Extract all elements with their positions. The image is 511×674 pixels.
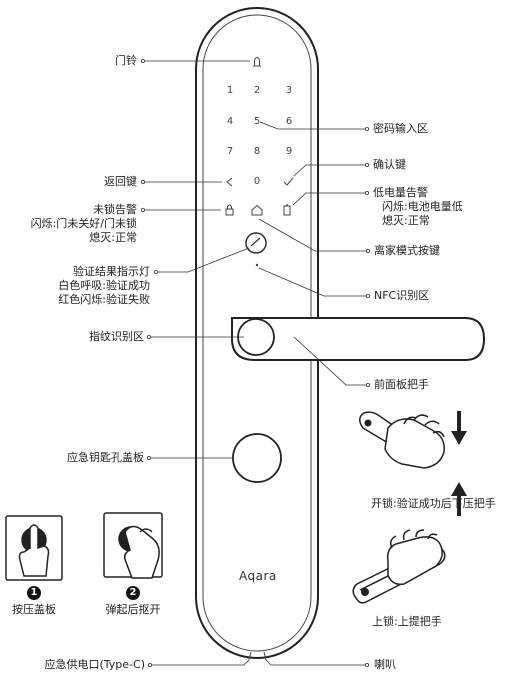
step-2-number: 2	[126, 586, 140, 600]
key-2[interactable]: 2	[253, 85, 261, 96]
key-6[interactable]: 6	[285, 116, 293, 127]
home-icon	[251, 204, 263, 216]
up-arrow-icon	[451, 482, 467, 516]
speaker-label: 喇叭	[374, 658, 396, 671]
lock-hand-illustration	[352, 529, 446, 604]
down-arrow-icon	[451, 411, 467, 445]
low-battery-flash-text: 闪烁:电池电量低	[382, 200, 463, 213]
bell-icon	[253, 57, 261, 67]
key-4[interactable]: 4	[226, 116, 234, 127]
key-cover	[232, 433, 282, 483]
brand-logo: Aqara	[239, 569, 277, 583]
key-5[interactable]: 5	[253, 116, 261, 127]
confirm-key-label: 确认键	[373, 158, 406, 171]
leader-endpoints	[140, 59, 370, 668]
step-1-label: 按压盖板	[12, 603, 56, 616]
key-9[interactable]: 9	[285, 146, 293, 157]
unlock-hand-illustration	[359, 411, 445, 469]
press-cover-illustration	[5, 515, 63, 581]
handle-outline	[231, 317, 486, 361]
port-mark	[248, 651, 252, 661]
pry-cover-illustration	[103, 512, 163, 579]
low-battery-off-text: 熄灭:正常	[382, 214, 430, 227]
key-3[interactable]: 3	[285, 85, 293, 96]
lock-caption: 上锁:上提把手	[372, 615, 442, 628]
unlocked-alarm-flash-text: 闪烁:门未关好/门未锁	[30, 217, 137, 230]
check-icon	[283, 177, 294, 186]
power-port-label: 应急供电口(Type-C)	[44, 658, 146, 671]
nfc-dot	[255, 263, 259, 267]
step-2-label: 弹起后抠开	[105, 603, 161, 616]
verify-indicator-ring	[245, 232, 267, 254]
fingerprint-label: 指纹识别区	[89, 330, 144, 343]
verify-white-text: 白色呼吸:验证成功	[58, 279, 150, 292]
key-8[interactable]: 8	[253, 146, 261, 157]
lock-alarm-icon	[225, 204, 234, 216]
password-area-label: 密码输入区	[373, 122, 428, 135]
key-7[interactable]: 7	[226, 146, 234, 157]
key-cover-label: 应急钥匙孔盖板	[67, 451, 144, 464]
step-1-number: 1	[27, 586, 41, 600]
back-arrow-icon	[226, 177, 233, 187]
key-0[interactable]: 0	[253, 176, 261, 187]
low-battery-label: 低电量告警	[373, 186, 428, 199]
away-mode-label: 离家模式按键	[374, 244, 440, 257]
battery-icon	[283, 204, 291, 216]
handle-label: 前面板把手	[374, 378, 429, 391]
doorbell-label: 门铃	[115, 54, 137, 67]
back-key-label: 返回键	[104, 175, 137, 188]
speaker-mark	[263, 651, 267, 661]
nfc-label: NFC识别区	[374, 289, 430, 302]
unlock-caption: 开锁:验证成功后下压把手	[371, 497, 496, 510]
key-1[interactable]: 1	[226, 85, 234, 96]
verify-indicator-label: 验证结果指示灯	[73, 265, 150, 278]
unlocked-alarm-off-text: 熄灭:正常	[89, 231, 137, 244]
verify-red-text: 红色闪烁:验证失败	[58, 293, 150, 306]
leader-lines	[143, 60, 368, 666]
unlocked-alarm-label: 未锁告警	[93, 203, 137, 216]
verify-indicator-mark	[250, 237, 261, 247]
